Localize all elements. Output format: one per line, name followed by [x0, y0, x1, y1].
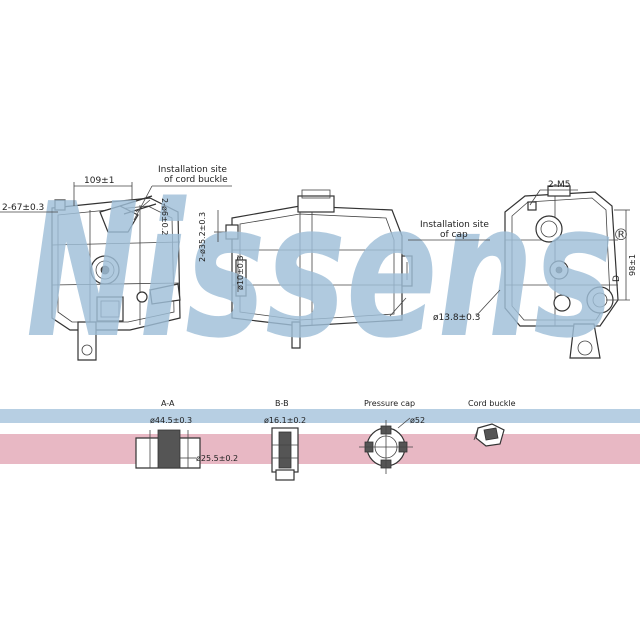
- front-view: [51, 195, 181, 361]
- leader-13-8: [475, 289, 501, 317]
- side-view: [214, 189, 413, 349]
- install-cap-label-line1: Installation site: [420, 220, 489, 230]
- aa-dim-bottom: ø25.5±0.2: [196, 454, 238, 463]
- registered-mark: ®: [613, 225, 629, 244]
- top-band: [0, 409, 640, 423]
- dim-98: 98±1: [628, 254, 637, 276]
- dim-10: ø10±0.3: [236, 256, 245, 291]
- section-aa: [135, 429, 201, 469]
- top-view-dimensions: [529, 189, 630, 301]
- cap-title: Pressure cap: [364, 399, 415, 408]
- section-bb: [271, 427, 299, 481]
- watermark: Nissens ®: [26, 163, 629, 379]
- install-buckle-label-line1: Installation site: [158, 165, 227, 175]
- dim-109: 109±1: [84, 176, 114, 186]
- dim-2-6: 2-ø6±0.2: [160, 198, 169, 235]
- install-buckle-label-line2: of cord buckle: [164, 175, 228, 185]
- buckle-title: Cord buckle: [468, 399, 516, 408]
- dim-2-35: 2-ø35.2±0.3: [198, 212, 207, 262]
- cord-buckle: [473, 423, 505, 447]
- watermark-text: Nissens: [26, 163, 614, 379]
- bb-title: B-B: [275, 399, 289, 408]
- dim-2-m5: 2-M5: [548, 180, 570, 190]
- front-view-dimensions: [0, 182, 232, 221]
- dim-13-8: ø13.8±0.3: [433, 313, 480, 323]
- side-view-dimensions: [217, 210, 490, 317]
- bb-dim: ø16.1±0.2: [264, 416, 306, 425]
- install-cap-label-line2: of cap: [440, 230, 468, 240]
- bottom-band: [0, 434, 640, 464]
- top-view: [504, 185, 619, 359]
- pressure-cap: [359, 417, 413, 474]
- cap-dim: ø52: [410, 416, 425, 425]
- aa-title: A-A: [161, 399, 175, 408]
- aa-dim-top: ø44.5±0.3: [150, 416, 192, 425]
- dim-d: D: [612, 275, 622, 282]
- dim-2-67: 2-67±0.3: [2, 203, 44, 213]
